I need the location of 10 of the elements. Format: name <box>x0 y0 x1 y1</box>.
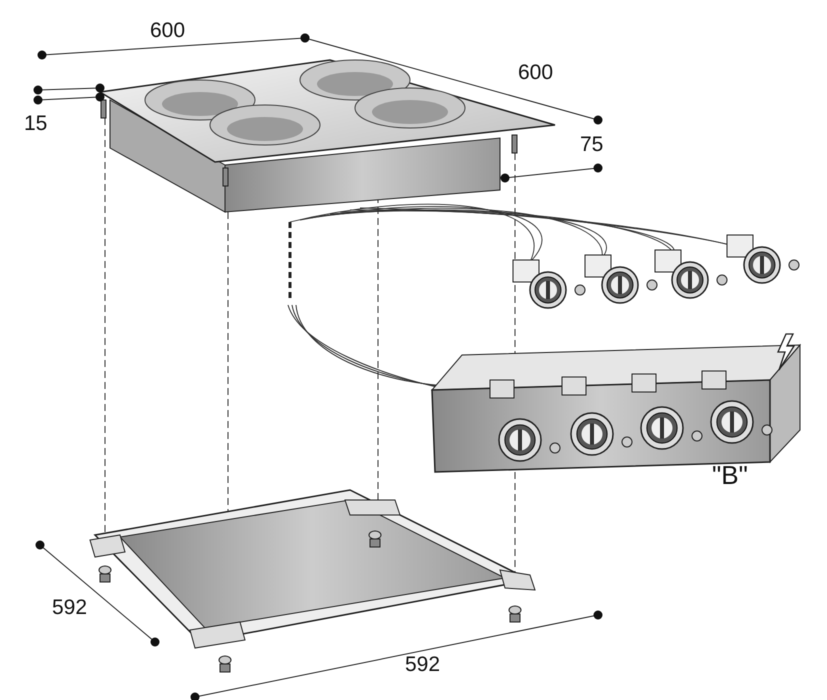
callout-label: "B" <box>712 462 748 488</box>
dimension-value: 600 <box>150 20 186 41</box>
dimension-value: 592 <box>405 654 440 675</box>
dimension-value: 592 <box>52 597 88 618</box>
dimension-value: 75 <box>580 134 604 155</box>
dimension-value: 600 <box>518 62 554 83</box>
alignment-line <box>104 118 106 532</box>
mounting-frame-drawing <box>89 489 536 672</box>
cooktop-drawing <box>98 59 556 213</box>
dimension-value: 15 <box>24 113 48 134</box>
